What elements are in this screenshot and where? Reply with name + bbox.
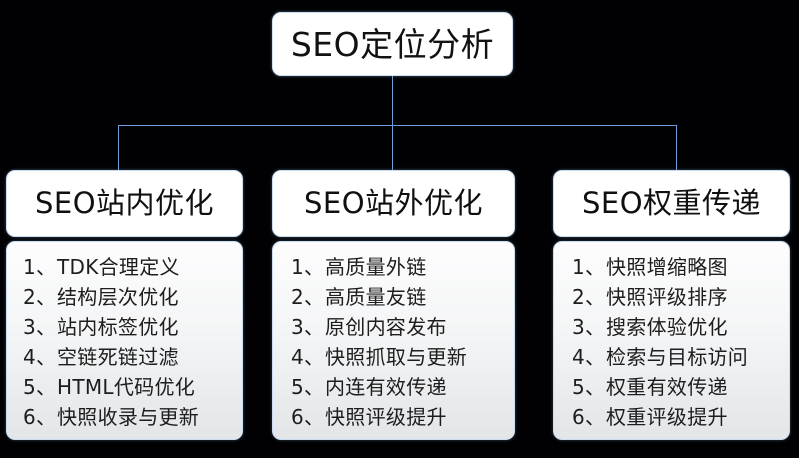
list-item[interactable]: 3、 原创内容发布 (291, 311, 514, 341)
item-label: HTML代码优化 (57, 375, 196, 399)
item-index: 4、 (572, 345, 606, 369)
item-label: 搜索体验优化 (606, 315, 728, 339)
branch-header-label-2: SEO站外优化 (303, 186, 484, 220)
item-index: 5、 (291, 375, 325, 399)
item-label: 快照评级提升 (325, 405, 447, 429)
branch-body-3: 1、 快照增缩略图 2、 快照评级排序 3、 搜索体验优化 4、 检索与目标访问… (553, 241, 790, 440)
list-item[interactable]: 2、 快照评级排序 (572, 281, 789, 311)
list-item[interactable]: 5、 权重有效传递 (572, 371, 789, 401)
root-node-label: SEO定位分析 (290, 24, 495, 64)
item-label: 权重有效传递 (606, 375, 728, 399)
branch-body-2: 1、 高质量外链 2、 高质量友链 3、 原创内容发布 4、 快照抓取与更新 5… (272, 241, 515, 440)
item-list-3: 1、 快照增缩略图 2、 快照评级排序 3、 搜索体验优化 4、 检索与目标访问… (554, 251, 789, 431)
root-node[interactable]: SEO定位分析 (272, 12, 513, 76)
item-list-2: 1、 高质量外链 2、 高质量友链 3、 原创内容发布 4、 快照抓取与更新 5… (273, 251, 514, 431)
branch-header-label-1: SEO站内优化 (34, 186, 215, 220)
item-index: 1、 (291, 255, 325, 279)
item-label: 原创内容发布 (325, 315, 447, 339)
item-label: 快照抓取与更新 (325, 345, 468, 369)
item-index: 2、 (23, 285, 57, 309)
list-item[interactable]: 4、 空链死链过滤 (23, 341, 242, 371)
branch-column-2: SEO站外优化 1、 高质量外链 2、 高质量友链 3、 原创内容发布 4、 快 (272, 170, 515, 440)
item-index: 3、 (291, 315, 325, 339)
item-index: 6、 (572, 405, 606, 429)
item-label: 快照收录与更新 (57, 405, 200, 429)
item-label: 快照增缩略图 (606, 255, 728, 279)
item-index: 2、 (572, 285, 606, 309)
branch-header-2[interactable]: SEO站外优化 (272, 170, 515, 237)
branch-header-3[interactable]: SEO权重传递 (553, 170, 790, 237)
item-index: 1、 (572, 255, 606, 279)
list-item[interactable]: 1、 TDK合理定义 (23, 251, 242, 281)
item-label: 高质量友链 (325, 285, 427, 309)
item-label: 快照评级排序 (606, 285, 728, 309)
list-item[interactable]: 2、 高质量友链 (291, 281, 514, 311)
list-item[interactable]: 5、 HTML代码优化 (23, 371, 242, 401)
item-index: 3、 (23, 315, 57, 339)
item-label: 权重评级提升 (606, 405, 728, 429)
list-item[interactable]: 2、 结构层次优化 (23, 281, 242, 311)
list-item[interactable]: 6、 快照评级提升 (291, 401, 514, 431)
item-index: 5、 (572, 375, 606, 399)
item-list-1: 1、 TDK合理定义 2、 结构层次优化 3、 站内标签优化 4、 空链死链过滤… (7, 251, 242, 431)
item-label: 站内标签优化 (57, 315, 179, 339)
list-item[interactable]: 3、 站内标签优化 (23, 311, 242, 341)
item-index: 3、 (572, 315, 606, 339)
item-label: 结构层次优化 (57, 285, 179, 309)
item-index: 4、 (23, 345, 57, 369)
item-index: 4、 (291, 345, 325, 369)
list-item[interactable]: 6、 权重评级提升 (572, 401, 789, 431)
item-index: 5、 (23, 375, 57, 399)
item-label: 检索与目标访问 (606, 345, 749, 369)
branch-header-1[interactable]: SEO站内优化 (6, 170, 243, 237)
item-label: TDK合理定义 (57, 255, 180, 279)
branch-column-3: SEO权重传递 1、 快照增缩略图 2、 快照评级排序 3、 搜索体验优化 4、 (553, 170, 790, 440)
item-label: 内连有效传递 (325, 375, 447, 399)
list-item[interactable]: 5、 内连有效传递 (291, 371, 514, 401)
branch-header-label-3: SEO权重传递 (581, 186, 762, 220)
item-index: 6、 (291, 405, 325, 429)
list-item[interactable]: 4、 快照抓取与更新 (291, 341, 514, 371)
list-item[interactable]: 3、 搜索体验优化 (572, 311, 789, 341)
item-label: 高质量外链 (325, 255, 427, 279)
item-index: 6、 (23, 405, 57, 429)
branch-body-1: 1、 TDK合理定义 2、 结构层次优化 3、 站内标签优化 4、 空链死链过滤… (6, 241, 243, 440)
branch-column-1: SEO站内优化 1、 TDK合理定义 2、 结构层次优化 3、 站内标签优化 4… (6, 170, 243, 440)
list-item[interactable]: 1、 高质量外链 (291, 251, 514, 281)
list-item[interactable]: 1、 快照增缩略图 (572, 251, 789, 281)
list-item[interactable]: 6、 快照收录与更新 (23, 401, 242, 431)
item-index: 1、 (23, 255, 57, 279)
list-item[interactable]: 4、 检索与目标访问 (572, 341, 789, 371)
item-label: 空链死链过滤 (57, 345, 179, 369)
item-index: 2、 (291, 285, 325, 309)
